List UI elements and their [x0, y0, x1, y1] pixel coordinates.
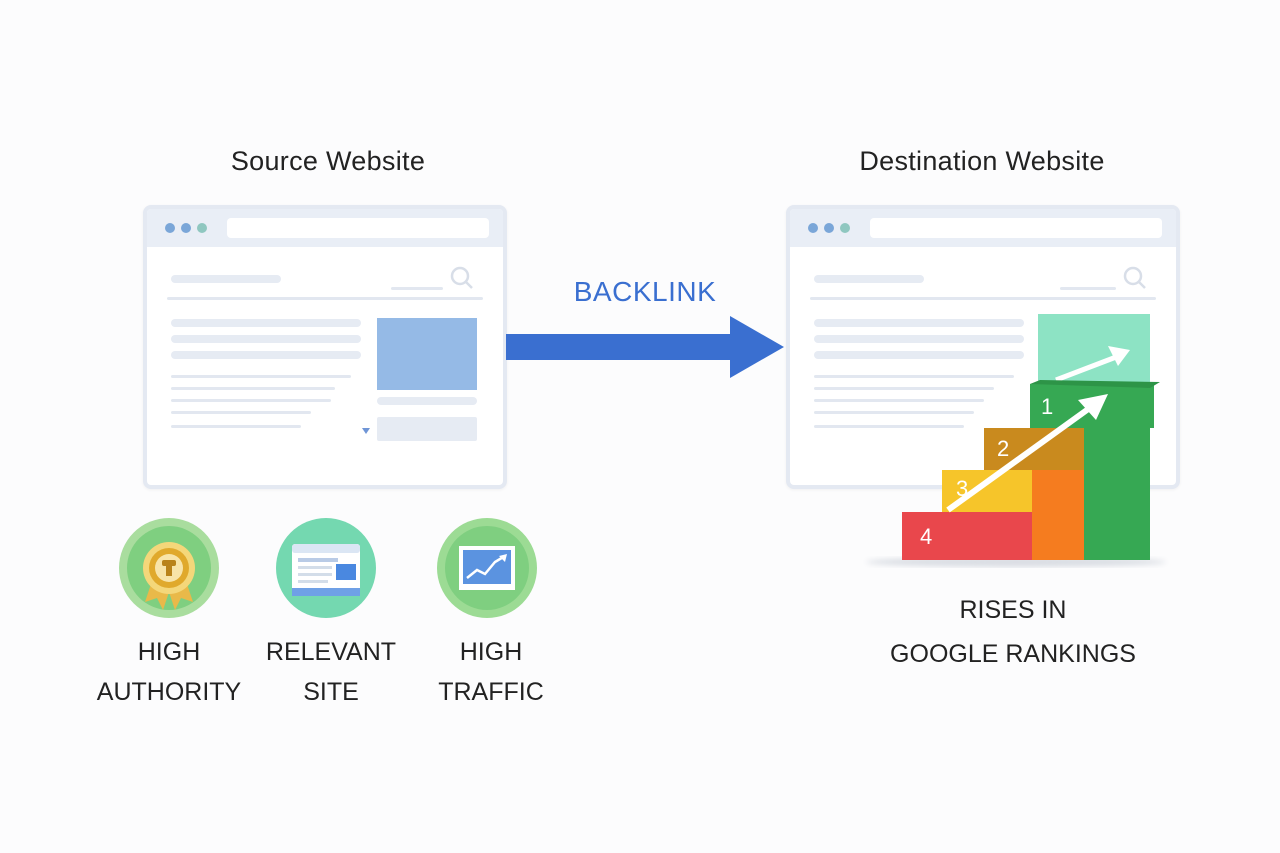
- feature-3-line-1: HIGH: [459, 638, 523, 666]
- heading-placeholder: [814, 275, 924, 283]
- text-line: [171, 387, 335, 390]
- award-ribbon-icon: [127, 526, 211, 610]
- step-top-edge: [1030, 380, 1160, 388]
- address-bar: [870, 218, 1162, 238]
- trending-chart-icon: [445, 526, 529, 610]
- step-2-number: 2: [997, 436, 1009, 461]
- backlink-label: BACKLINK: [573, 276, 717, 307]
- rising-arrow-head: [1078, 394, 1108, 420]
- window-dot: [165, 223, 175, 233]
- text-line: [814, 375, 1014, 378]
- feature-1-line-2: AUTHORITY: [96, 678, 242, 706]
- caret-down-icon: [362, 428, 370, 434]
- text-placeholder: [171, 319, 361, 327]
- caption-placeholder: [377, 397, 477, 405]
- webpage-icon: [292, 544, 360, 596]
- relevance-badge: [276, 518, 376, 618]
- text-line: [171, 425, 301, 428]
- divider: [810, 297, 1156, 300]
- step-3-number: 3: [956, 476, 968, 501]
- address-bar: [227, 218, 489, 238]
- source-browser-window: [143, 205, 507, 489]
- text-line: [814, 425, 964, 428]
- window-dot: [824, 223, 834, 233]
- rising-arrow-line: [946, 399, 1100, 513]
- result-line-2: GOOGLE RANKINGS: [890, 640, 1136, 668]
- divider: [167, 297, 483, 300]
- chart-panel: [1038, 314, 1150, 384]
- rankings-staircase: 1 2 3 4: [866, 314, 1166, 567]
- authority-badge: [119, 518, 219, 618]
- result-line-1: RISES IN: [959, 596, 1067, 624]
- text-line: [171, 399, 331, 402]
- text-placeholder: [814, 319, 1024, 327]
- window-dot: [181, 223, 191, 233]
- step-orange-column: [1032, 470, 1084, 560]
- search-line: [391, 287, 443, 290]
- heading-placeholder: [171, 275, 281, 283]
- text-line: [171, 411, 311, 414]
- text-placeholder: [171, 335, 361, 343]
- text-line: [814, 411, 974, 414]
- backlink-arrow: [506, 316, 784, 378]
- trend-line: [1055, 351, 1125, 383]
- text-line: [814, 399, 984, 402]
- search-icon: [1123, 266, 1146, 289]
- feature-1-line-1: HIGH: [137, 638, 201, 666]
- destination-website-title: Destination Website: [859, 146, 1105, 176]
- text-line: [171, 375, 351, 378]
- traffic-badge: [437, 518, 537, 618]
- window-dot: [808, 223, 818, 233]
- text-placeholder: [814, 351, 1024, 359]
- source-website-title: Source Website: [230, 146, 426, 176]
- step-1-number: 1: [1041, 394, 1053, 419]
- text-placeholder: [814, 335, 1024, 343]
- step-4-number: 4: [920, 524, 932, 549]
- text-line: [814, 387, 994, 390]
- trend-arrowhead: [1108, 346, 1130, 366]
- search-icon: [450, 266, 473, 289]
- search-line: [1060, 287, 1116, 290]
- feature-2-line-2: SITE: [303, 678, 359, 706]
- text-placeholder: [171, 351, 361, 359]
- step-4: [902, 512, 1034, 560]
- feature-3-line-2: TRAFFIC: [438, 678, 544, 706]
- window-dot: [840, 223, 850, 233]
- image-placeholder: [377, 318, 477, 390]
- window-dot: [197, 223, 207, 233]
- dropdown-placeholder: [377, 417, 477, 441]
- step-green-column: [1084, 428, 1150, 560]
- feature-2-line-1: RELEVANT: [265, 638, 397, 666]
